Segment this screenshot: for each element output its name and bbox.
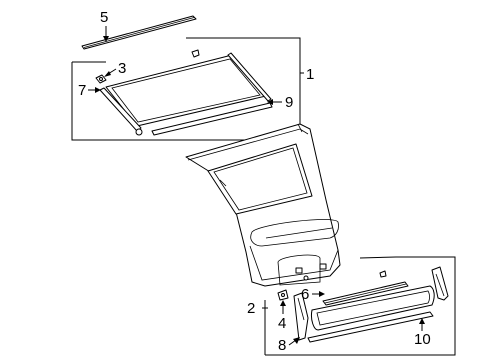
glass-side-molding-right — [227, 52, 272, 102]
garnish-side-piece-right — [431, 266, 449, 301]
callout-6: 6 — [301, 286, 325, 303]
callout-9: 9 — [267, 94, 293, 111]
part-6-upper-molding — [322, 281, 409, 306]
callout-4: 4 — [278, 300, 286, 332]
callout-8: 8 — [278, 337, 300, 354]
glass-clip-top — [191, 49, 200, 58]
part-5-molding-strip — [81, 15, 197, 50]
callout-3: 3 — [104, 60, 126, 77]
svg-text:9: 9 — [285, 94, 293, 111]
part-10-lower-molding — [307, 311, 434, 343]
glass-bottom-molding — [151, 102, 273, 136]
svg-text:7: 7 — [78, 82, 86, 99]
part-3-clip — [95, 74, 107, 84]
garnish-clip-top — [379, 270, 387, 278]
part-4-clip — [277, 289, 289, 301]
part-8-bracket — [293, 292, 309, 341]
lift-gate-door — [185, 123, 341, 287]
svg-text:5: 5 — [100, 9, 108, 26]
callout-1: 1 — [306, 66, 314, 83]
callout-5: 5 — [100, 9, 109, 42]
svg-text:4: 4 — [278, 315, 286, 332]
assembly-2-box — [262, 256, 456, 356]
svg-text:8: 8 — [278, 337, 286, 354]
callout-10: 10 — [414, 318, 431, 348]
svg-text:3: 3 — [118, 60, 126, 77]
callout-2: 2 — [247, 300, 255, 317]
svg-text:6: 6 — [301, 286, 309, 303]
callout-7: 7 — [78, 82, 101, 99]
back-door-garnish-panel — [311, 285, 435, 331]
glass-side-molding-left — [99, 87, 143, 136]
svg-text:10: 10 — [414, 331, 431, 348]
